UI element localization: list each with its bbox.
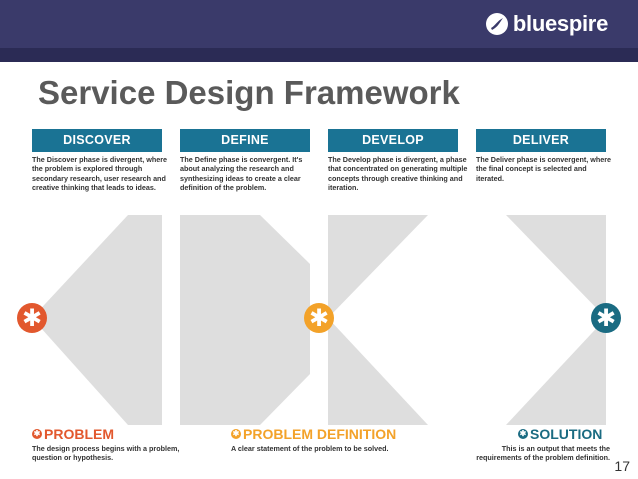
phase-description-define: The Define phase is convergent. It's abo…	[180, 155, 303, 193]
discover-shape	[32, 215, 162, 425]
milestone-problem-text: PROBLEM	[44, 426, 114, 442]
milestone-problem-definition-marker: ✱	[304, 303, 334, 333]
top-bar-shadow	[0, 48, 638, 62]
asterisk-icon: ✱	[596, 304, 616, 332]
milestone-problem-marker: ✱	[17, 303, 47, 333]
milestone-solution-description: This is an output that meets the require…	[476, 444, 610, 463]
bluespire-swoosh-icon	[485, 13, 508, 35]
develop-shape	[328, 215, 458, 425]
milestone-problem-description: The design process begins with a problem…	[32, 444, 180, 463]
phase-header-develop: DEVELOP	[328, 129, 458, 152]
phase-header-discover: DISCOVER	[32, 129, 162, 152]
milestone-problem-definition-text: PROBLEM DEFINITION	[243, 426, 397, 442]
define-shape	[180, 215, 310, 425]
top-bar	[0, 0, 638, 48]
phase-header-deliver: DELIVER	[476, 129, 606, 152]
milestone-problem-definition-description: A clear statement of the problem to be s…	[231, 444, 389, 453]
asterisk-icon: ✱	[22, 304, 42, 332]
phase-description-develop: The Develop phase is divergent, a phase …	[328, 155, 468, 193]
asterisk-icon: ✱	[309, 304, 329, 332]
asterisk-icon	[231, 428, 241, 440]
milestone-solution-text: SOLUTION	[530, 426, 603, 442]
phase-header-define: DEFINE	[180, 129, 310, 152]
milestone-solution-marker: ✱	[591, 303, 621, 333]
slide-title: Service Design Framework	[38, 74, 460, 111]
brand-logo: bluespire	[485, 10, 608, 38]
asterisk-icon	[518, 428, 528, 440]
asterisk-icon	[32, 428, 42, 440]
page-number: 17	[614, 458, 630, 474]
brand-name: bluespire	[512, 11, 608, 36]
milestone-problem-definition-label: PROBLEM DEFINITION	[231, 426, 396, 442]
milestone-problem-label: PROBLEM	[32, 426, 114, 442]
phase-description-discover: The Discover phase is divergent, where t…	[32, 155, 168, 193]
phase-description-deliver: The Deliver phase is convergent, where t…	[476, 155, 612, 183]
deliver-shape	[476, 215, 606, 425]
milestone-solution-label: SOLUTION	[518, 426, 602, 442]
